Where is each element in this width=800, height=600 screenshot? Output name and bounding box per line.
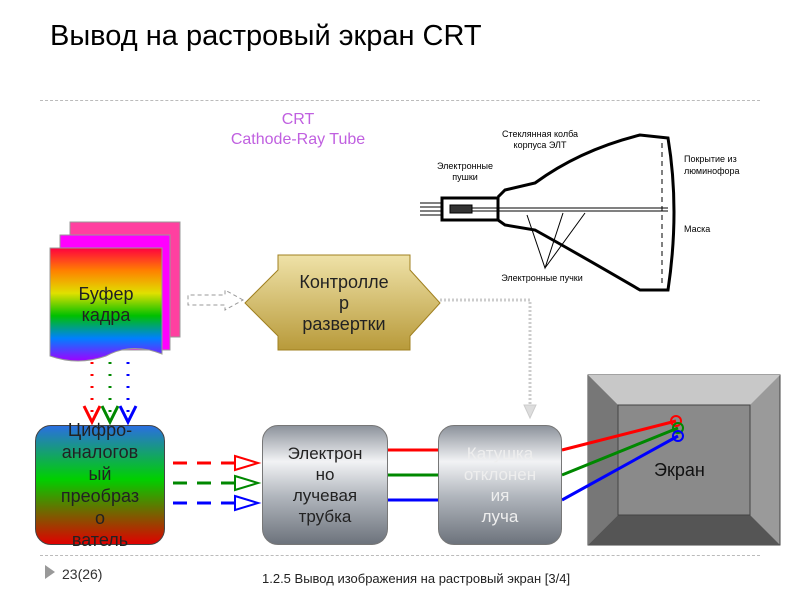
svg-text:Маска: Маска bbox=[684, 224, 710, 234]
crt-tube-drawing bbox=[420, 133, 676, 292]
crt-full-name: Cathode-Ray Tube bbox=[230, 131, 366, 148]
crt-label: CRT bbox=[281, 111, 315, 128]
label-glass: Стеклянная колба bbox=[502, 129, 578, 139]
footer-divider bbox=[40, 555, 760, 556]
page-title: Вывод на растровый экран CRT bbox=[50, 20, 482, 52]
svg-text:Покрытие из: Покрытие из bbox=[684, 154, 737, 164]
screen-label: Экран bbox=[654, 460, 705, 480]
svg-text:люминофора: люминофора bbox=[684, 166, 740, 176]
slide-number: 23(26) bbox=[62, 566, 103, 582]
svg-text:Электронные: Электронные bbox=[437, 161, 493, 171]
section-title: 1.2.5 Вывод изображения на растровый экр… bbox=[262, 571, 571, 586]
svg-text:пушки: пушки bbox=[452, 172, 478, 182]
bullet-triangle-icon bbox=[45, 565, 55, 579]
svg-text:Электронные пучки: Электронные пучки bbox=[501, 273, 583, 283]
svg-text:корпуса ЭЛТ: корпуса ЭЛТ bbox=[514, 140, 567, 150]
divider bbox=[40, 100, 760, 101]
